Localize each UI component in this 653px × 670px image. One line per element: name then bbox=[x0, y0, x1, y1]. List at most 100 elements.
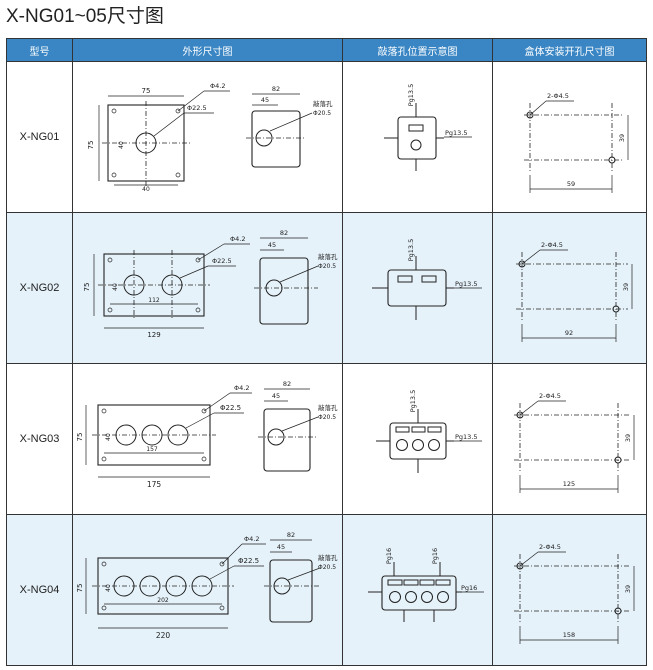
mounting-hole bbox=[107, 257, 112, 262]
mount-hole bbox=[614, 456, 621, 463]
knockout-drawing: Pg16 Pg16 Pg16 bbox=[367, 547, 484, 622]
knockout-slot bbox=[395, 426, 409, 432]
mount-horizontal-label: 158 bbox=[562, 631, 574, 639]
mount-vertical-label: 39 bbox=[624, 433, 632, 441]
mounting-hole bbox=[101, 605, 106, 610]
inner-h-label: 40 bbox=[142, 186, 150, 193]
mounting-hole bbox=[101, 408, 106, 413]
mounting-hole bbox=[219, 561, 224, 566]
mounting-hole bbox=[111, 108, 116, 113]
table-row: X-NG03 75 40 157 175 Φ bbox=[6, 363, 647, 515]
knockout-slot bbox=[397, 275, 412, 282]
knockout-slot bbox=[408, 124, 423, 131]
knockout-slot bbox=[419, 579, 434, 585]
side-inner-label: 45 bbox=[276, 543, 284, 551]
front-view-outline bbox=[102, 252, 205, 317]
front-height-label: 75 bbox=[87, 140, 95, 149]
mount-hole bbox=[516, 562, 523, 569]
front-width-label: 75 bbox=[141, 87, 150, 95]
knockout-slot bbox=[421, 275, 436, 282]
mounting-hole bbox=[107, 307, 112, 312]
outline-drawing: 75 40 157 175 Φ4.2 Φ22.5 82 45 bbox=[76, 380, 338, 489]
inner-h-label: 202 bbox=[157, 597, 169, 604]
mounting-drawing: 2-Φ4.5 125 39 bbox=[513, 392, 634, 493]
mount-hole bbox=[518, 260, 525, 267]
knockout-dia-label: Φ20.5 bbox=[318, 263, 336, 270]
knockout-circle bbox=[388, 590, 401, 603]
table-row: X-NG04 75 40 202 220 bbox=[6, 514, 647, 666]
box-outline bbox=[396, 115, 437, 160]
mounting-hole-label: Φ4.2 bbox=[234, 384, 249, 392]
front-width-label: 129 bbox=[147, 331, 160, 339]
side-view-outline bbox=[262, 407, 311, 472]
table-row: X-NG01 75 75 40 40 Φ4. bbox=[6, 61, 647, 213]
side-depth-label: 82 bbox=[279, 229, 287, 237]
mount-horizontal-label: 59 bbox=[566, 180, 574, 188]
outline-drawing: 75 40 202 220 Φ4.2 Φ22.5 82 45 bbox=[76, 531, 338, 640]
knockout-drawing: Pg13.5 Pg13.5 bbox=[375, 389, 482, 473]
knockout-drawing: Pg13.5 Pg13.5 bbox=[371, 238, 482, 320]
knockout-circle bbox=[395, 438, 408, 451]
outline-drawing-cell: 75 40 202 220 Φ4.2 Φ22.5 82 45 bbox=[72, 514, 343, 666]
box-outline bbox=[380, 574, 457, 611]
knockout-side-label: Pg13.5 bbox=[455, 280, 478, 288]
button-hole-label: Φ22.5 bbox=[212, 257, 232, 265]
knockout-circle bbox=[427, 438, 440, 451]
mounting-drawing-cell: 2-Φ4.5 125 39 bbox=[492, 363, 647, 515]
knockout-top-label: Pg16 bbox=[385, 547, 393, 563]
mount-horizontal-label: 92 bbox=[564, 329, 572, 337]
box-outline bbox=[386, 268, 447, 307]
mounting-hole bbox=[201, 408, 206, 413]
inner-v-label: 40 bbox=[112, 283, 119, 291]
header-model: 型号 bbox=[6, 38, 73, 62]
knockout-drawing-cell: Pg13.5 Pg13.5 bbox=[342, 363, 493, 515]
mounting-hole-label: Φ4.2 bbox=[210, 82, 225, 90]
header-knockout: 敲落孔位置示意图 bbox=[342, 38, 493, 62]
knockout-drawing-cell: Pg16 Pg16 Pg16 bbox=[342, 514, 493, 666]
knockout-slot bbox=[403, 579, 418, 585]
button-hole-label: Φ22.5 bbox=[238, 557, 259, 565]
front-width-label: 220 bbox=[155, 631, 170, 640]
table-row: X-NG02 75 40 112 129 bbox=[6, 212, 647, 364]
knockout-slot bbox=[387, 579, 402, 585]
dimension-table: 型号 外形尺寸图 敲落孔位置示意图 盒体安装开孔尺寸图 X-NG01 75 bbox=[6, 38, 647, 666]
knockout-circle bbox=[410, 139, 421, 150]
inner-h-label: 157 bbox=[146, 446, 158, 453]
side-view-outline bbox=[250, 109, 301, 168]
knockout-label: 敲落孔 bbox=[318, 252, 338, 261]
side-inner-label: 45 bbox=[260, 96, 268, 104]
knockout-drawing: Pg13.5 Pg13.5 bbox=[383, 83, 472, 171]
mounting-hole-label: Φ4.2 bbox=[230, 235, 245, 243]
mounting-drawing-cell: 2-Φ4.5 59 39 bbox=[492, 61, 647, 213]
mount-hole bbox=[516, 411, 523, 418]
knockout-circle bbox=[404, 590, 417, 603]
knockout-dia-label: Φ20.5 bbox=[318, 564, 336, 571]
knockout-top-label: Pg13.5 bbox=[409, 389, 417, 412]
mount-holes-label: 2-Φ4.5 bbox=[539, 392, 561, 400]
outline-drawing: 75 40 112 129 Φ4.2 Φ22.5 82 45 bbox=[83, 229, 338, 339]
knockout-top-label-2: Pg16 bbox=[431, 547, 439, 563]
mount-holes-label: 2-Φ4.5 bbox=[547, 92, 569, 100]
model-cell: X-NG01 bbox=[6, 61, 73, 213]
knockout-top-label: Pg13.5 bbox=[407, 83, 415, 106]
knockout-label: 敲落孔 bbox=[313, 99, 333, 108]
header-outline: 外形尺寸图 bbox=[72, 38, 343, 62]
model-cell: X-NG04 bbox=[6, 514, 73, 666]
header-mounting: 盒体安装开孔尺寸图 bbox=[492, 38, 647, 62]
mounting-drawing: 2-Φ4.5 158 39 bbox=[513, 543, 634, 644]
mounting-hole bbox=[101, 456, 106, 461]
knockout-drawing-cell: Pg13.5 Pg13.5 bbox=[342, 212, 493, 364]
button-hole-label: Φ22.5 bbox=[220, 404, 241, 412]
knockout-slot bbox=[427, 426, 441, 432]
knockout-dia-label: Φ20.5 bbox=[318, 414, 336, 421]
mount-horizontal-label: 125 bbox=[562, 480, 574, 488]
outline-drawing-cell: 75 75 40 40 Φ4.2 Φ22.5 82 45 bbox=[72, 61, 343, 213]
mount-vertical-label: 39 bbox=[618, 133, 626, 141]
inner-v-label: 40 bbox=[118, 141, 125, 149]
mounting-drawing: 2-Φ4.5 59 39 bbox=[523, 92, 628, 193]
knockout-circle bbox=[420, 590, 433, 603]
mounting-hole bbox=[195, 257, 200, 262]
mount-hole bbox=[526, 111, 533, 118]
mounting-hole bbox=[175, 172, 180, 177]
mounting-hole bbox=[111, 172, 116, 177]
